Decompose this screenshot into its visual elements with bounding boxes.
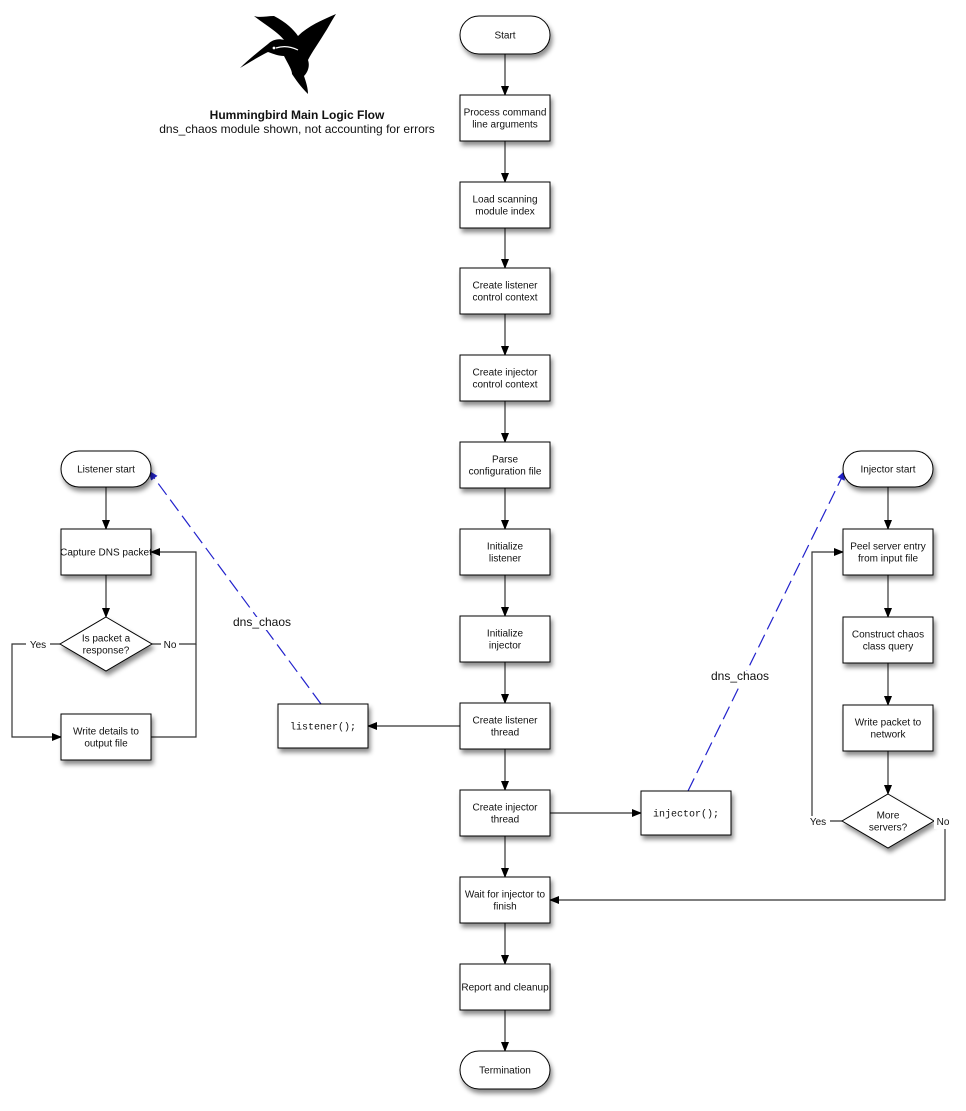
process-shape — [459, 963, 551, 1011]
label-yes-listener-bg — [26, 639, 50, 652]
process-shape — [459, 181, 551, 229]
label-dns-chaos-injector-bg — [705, 671, 775, 684]
code-shape — [277, 703, 369, 749]
process-shape — [459, 615, 551, 663]
label-no-injector: No — [937, 817, 950, 828]
label-no-listener: No — [164, 640, 177, 651]
label-yes-injector-bg — [806, 816, 830, 829]
node-label: Report and cleanup — [461, 983, 549, 994]
hummingbird-icon — [238, 10, 342, 96]
node-label: Listener start — [77, 465, 135, 476]
node-start: Start — [459, 15, 551, 55]
edge-write-to-capture — [151, 644, 197, 738]
process-shape — [459, 528, 551, 576]
label-dns-chaos-injector: dns_chaos — [711, 669, 769, 683]
edge-isresp-no-to-capture — [150, 548, 197, 645]
terminal-shape — [459, 15, 551, 55]
node-injector_call: injector(); — [640, 790, 732, 836]
diagram-title: Hummingbird Main Logic Flow dns_chaos mo… — [150, 108, 444, 136]
process-shape — [459, 876, 551, 924]
edge-injector-call-to-injector-start — [687, 470, 846, 792]
code-shape — [640, 790, 732, 836]
node-label: Termination — [479, 1066, 531, 1077]
process-shape — [459, 441, 551, 489]
node-label: listener(); — [290, 722, 356, 734]
edges-layer — [11, 54, 946, 1052]
label-yes-injector: Yes — [810, 817, 826, 828]
terminal-shape — [459, 1050, 551, 1090]
process-shape — [459, 789, 551, 837]
process-shape — [459, 267, 551, 315]
node-label: injector(); — [653, 809, 719, 821]
process-shape — [60, 528, 152, 576]
node-report: Report and cleanup — [459, 963, 551, 1011]
node-label: Injector start — [860, 465, 915, 476]
node-capture: Capture DNS packet — [60, 528, 152, 576]
terminal-shape — [842, 450, 934, 488]
process-shape — [842, 528, 934, 576]
node-lstart: Listener start — [60, 450, 152, 488]
terminal-shape — [60, 450, 152, 488]
node-term: Termination — [459, 1050, 551, 1090]
process-shape — [459, 94, 551, 142]
process-shape — [459, 354, 551, 402]
node-istart: Injector start — [842, 450, 934, 488]
edge-listener-call-to-listener-start — [148, 470, 322, 705]
node-listener_call: listener(); — [277, 703, 369, 749]
process-shape — [842, 616, 934, 664]
label-dns-chaos-listener: dns_chaos — [233, 615, 291, 629]
label-dns-chaos-listener-bg — [227, 617, 297, 630]
node-label: Capture DNS packet — [60, 548, 152, 559]
diagram-subheading: dns_chaos module shown, not accounting f… — [159, 122, 435, 136]
diagram-heading: Hummingbird Main Logic Flow — [209, 108, 385, 122]
node-label: Start — [494, 31, 515, 42]
edge-more-yes-to-peel — [811, 548, 844, 822]
process-shape — [459, 702, 551, 750]
decision-shape — [59, 616, 153, 672]
label-no-listener-bg — [161, 639, 179, 652]
label-no-injector-bg — [934, 816, 952, 829]
process-shape — [842, 704, 934, 752]
decision-shape — [841, 793, 935, 849]
label-yes-listener: Yes — [30, 640, 46, 651]
process-shape — [60, 713, 152, 761]
edge-isresp-yes-to-write — [11, 643, 62, 741]
